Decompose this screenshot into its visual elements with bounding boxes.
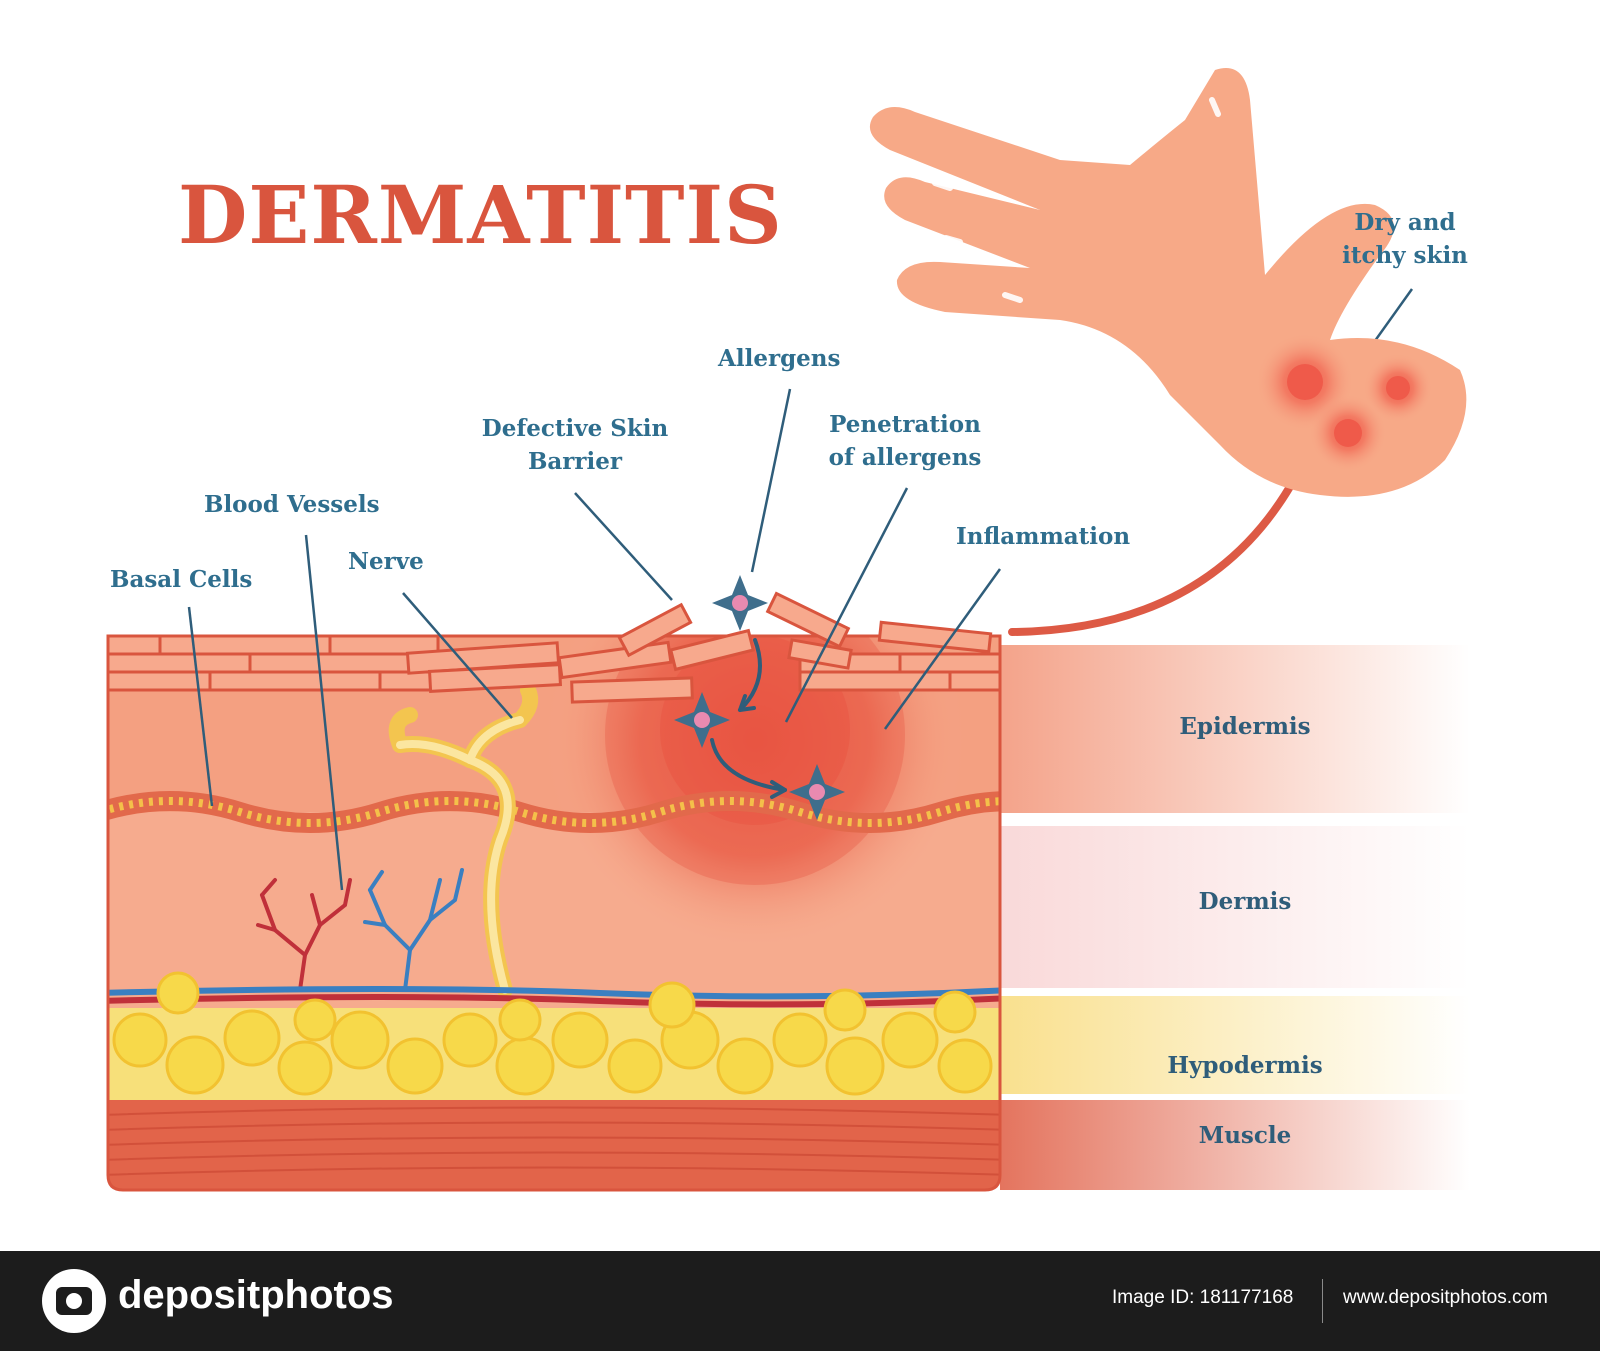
skin-block <box>108 636 1000 1190</box>
label-nerve: Nerve <box>348 548 424 575</box>
hypodermis-band <box>1000 996 1470 1094</box>
label-defective-barrier-line1: Defective Skin <box>481 415 669 442</box>
label-penetration: Penetration of allergens <box>810 408 1000 474</box>
leader-lines <box>187 288 1414 891</box>
allergen-path-arrows <box>710 638 787 799</box>
layer-bands <box>1000 645 1470 1190</box>
footer-url[interactable]: www.depositphotos.com <box>1343 1287 1548 1308</box>
skin-block-outline <box>106 634 1002 1192</box>
label-defective-barrier-line2: Barrier <box>527 448 623 475</box>
label-penetration-line1: Penetration <box>829 411 981 438</box>
page-title: DERMATITIS <box>178 168 783 262</box>
footer-image-id: Image ID: 181177168 <box>1112 1287 1294 1308</box>
penetration-leader <box>784 487 909 723</box>
watermark-footer: depositphotos Image ID: 181177168 www.de… <box>0 1251 1600 1351</box>
diagram-artwork <box>106 68 1470 1192</box>
allergen-particle <box>712 575 768 631</box>
layer-label-muscle: Muscle <box>1198 1122 1292 1149</box>
inflammation-leader <box>883 568 1002 730</box>
label-defective-barrier: Defective Skin Barrier <box>460 412 690 478</box>
label-dry-line1: Dry and <box>1354 209 1456 236</box>
allergen-particle <box>674 692 730 748</box>
muscle-band <box>1000 1100 1470 1190</box>
epidermis-band <box>1000 645 1470 813</box>
label-dry-line2: itchy skin <box>1342 242 1468 269</box>
label-inflammation: Inflammation <box>956 523 1131 550</box>
defective-barrier-flakes <box>405 591 993 704</box>
label-penetration-line2: of allergens <box>828 444 982 471</box>
defective-barrier-leader <box>574 492 673 601</box>
fat-cells <box>112 971 993 1096</box>
camera-logo-icon <box>42 1269 106 1333</box>
label-blood-vessels: Blood Vessels <box>204 491 380 518</box>
allergens-leader <box>750 388 792 573</box>
blood-vessels-leader <box>304 534 344 891</box>
layer-label-dermis: Dermis <box>1198 888 1292 915</box>
layer-label-hypodermis: Hypodermis <box>1167 1052 1323 1079</box>
label-basal-cells: Basal Cells <box>110 566 253 593</box>
allergen-particles <box>674 575 845 820</box>
footer-brand: depositphotos <box>118 1273 394 1317</box>
nerve-leader <box>402 592 513 719</box>
allergen-particle <box>789 764 845 820</box>
footer-separator <box>1322 1279 1323 1323</box>
basal-cells-leader <box>187 606 214 807</box>
label-allergens: Allergens <box>718 345 841 372</box>
hand-illustration <box>869 68 1467 497</box>
dermis-band <box>1000 826 1470 988</box>
label-dry-itchy-skin: Dry and itchy skin <box>1325 206 1485 272</box>
layer-label-epidermis: Epidermis <box>1179 713 1311 740</box>
